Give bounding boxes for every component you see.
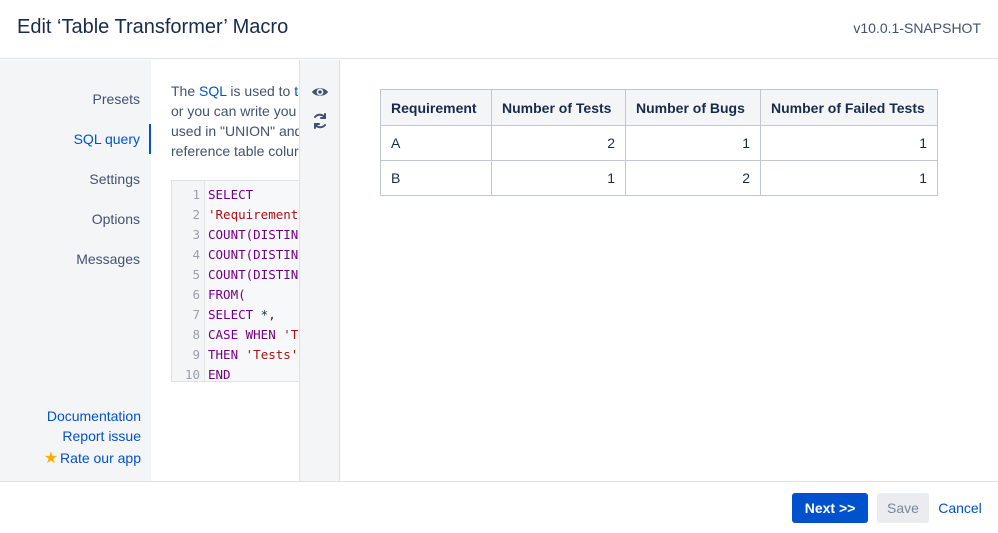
line-number-gutter	[172, 181, 205, 381]
description-text: The	[171, 83, 200, 99]
code-text: 'Requirement	[208, 205, 298, 225]
code-line: 7 SELECT *,	[172, 305, 299, 325]
sidebar-item-sql-query[interactable]: SQL query	[73, 131, 140, 147]
description-line-2: or you can write you	[171, 103, 297, 119]
table-cell: 1	[760, 125, 938, 161]
code-text: END	[208, 365, 231, 382]
column-header: Number of Failed Tests	[760, 89, 938, 126]
code-line: 4 COUNT(DISTIN	[172, 245, 299, 265]
version-label: v10.0.1-SNAPSHOT	[853, 20, 981, 36]
code-line: 6 FROM(	[172, 285, 299, 305]
table-cell: 1	[760, 160, 938, 196]
sql-keyword: COUNT(DISTIN	[208, 267, 299, 282]
line-number: 4	[192, 247, 200, 262]
sql-link[interactable]: SQL	[199, 83, 227, 99]
code-text: SELECT	[208, 185, 253, 205]
table-cell: A	[380, 125, 492, 161]
documentation-link[interactable]: Documentation	[46, 408, 141, 424]
eye-icon[interactable]	[310, 82, 330, 102]
line-number: 1	[192, 187, 200, 202]
column-header: Number of Tests	[491, 89, 626, 126]
code-text: COUNT(DISTIN	[208, 265, 298, 285]
table-cell: B	[380, 160, 492, 196]
table-cell: 2	[625, 160, 761, 196]
line-number: 5	[192, 267, 200, 282]
sql-editor-panel: The SQL is used to tr or you can write y…	[151, 60, 299, 481]
dialog-title: Edit ‘Table Transformer’ Macro	[17, 16, 289, 38]
sql-string: 'Tests'	[245, 347, 299, 362]
report-issue-link[interactable]: Report issue	[62, 428, 141, 444]
sidebar-item-settings[interactable]: Settings	[89, 171, 140, 187]
column-header: Number of Bugs	[625, 89, 761, 126]
sql-plain: *,	[253, 307, 276, 322]
code-line: 9 THEN 'Tests'	[172, 345, 299, 365]
sql-keyword: SELECT	[208, 307, 254, 322]
description-line-1: The SQL is used to tr	[171, 81, 299, 101]
save-button[interactable]: Save	[877, 493, 929, 523]
dialog-header: Edit ‘Table Transformer’ Macro v10.0.1-S…	[0, 0, 998, 59]
table-row: B 1 2 1	[380, 160, 938, 196]
rate-app-label: Rate our app	[60, 450, 141, 466]
table-cell: 1	[491, 160, 626, 196]
code-line: 10 END	[172, 365, 299, 382]
code-line: 8 CASE WHEN 'T	[172, 325, 299, 345]
line-number: 8	[192, 327, 200, 342]
sql-keyword: COUNT(DISTIN	[208, 227, 299, 242]
line-number: 10	[184, 367, 200, 382]
description-text: is used to	[226, 83, 295, 99]
code-line: 2 'Requirement	[172, 205, 299, 225]
line-number: 6	[192, 287, 200, 302]
sql-keyword: END	[208, 367, 231, 382]
refresh-icon[interactable]	[310, 111, 330, 131]
sql-keyword: SELECT	[208, 187, 254, 202]
active-tab-indicator	[149, 124, 151, 154]
sidebar-item-messages[interactable]: Messages	[76, 251, 140, 267]
dialog-footer: Next >> Save Cancel	[0, 481, 998, 533]
code-line: 1 SELECT	[172, 185, 299, 205]
preview-toolbar	[299, 60, 340, 481]
description-line-3: used in "UNION" and	[171, 123, 299, 139]
table-cell: 1	[625, 125, 761, 161]
code-text: COUNT(DISTIN	[208, 225, 298, 245]
table-cell: 2	[491, 125, 626, 161]
code-line: 5 COUNT(DISTIN	[172, 265, 299, 285]
code-text: FROM(	[208, 285, 246, 305]
line-number: 2	[192, 207, 200, 222]
line-number: 9	[192, 347, 200, 362]
table-header-row: Requirement Number of Tests Number of Bu…	[380, 89, 938, 126]
line-number: 3	[192, 227, 200, 242]
table-row: A 2 1 1	[380, 125, 938, 161]
transform-link[interactable]: tr	[294, 83, 299, 99]
sidebar-item-presets[interactable]: Presets	[92, 91, 140, 107]
code-line: 3 COUNT(DISTIN	[172, 225, 299, 245]
line-number: 7	[192, 307, 200, 322]
sql-keyword: CASE WHEN	[208, 327, 284, 342]
code-text: SELECT *,	[208, 305, 276, 325]
column-header: Requirement	[380, 89, 492, 126]
result-table: Requirement Number of Tests Number of Bu…	[380, 89, 938, 196]
code-text: THEN 'Tests'	[208, 345, 298, 365]
preview-panel: Requirement Number of Tests Number of Bu…	[341, 60, 998, 481]
code-text: CASE WHEN 'T	[208, 325, 298, 345]
sidebar: Presets SQL query Settings Options Messa…	[0, 60, 151, 481]
sql-string: 'Requirement	[208, 207, 299, 222]
sql-keyword: FROM(	[208, 287, 246, 302]
sql-string: 'T	[283, 327, 299, 342]
sidebar-item-options[interactable]: Options	[91, 211, 140, 227]
description-line-4: reference table colur	[171, 143, 299, 159]
editor-description: The SQL is used to tr or you can write y…	[171, 81, 299, 161]
cancel-button[interactable]: Cancel	[938, 500, 982, 516]
sql-keyword: THEN	[208, 347, 246, 362]
star-icon: ★	[43, 450, 59, 467]
sql-keyword: COUNT(DISTIN	[208, 247, 299, 262]
next-button[interactable]: Next >>	[792, 493, 868, 523]
code-text: COUNT(DISTIN	[208, 245, 298, 265]
rate-app-link[interactable]: ★Rate our app	[44, 448, 141, 468]
